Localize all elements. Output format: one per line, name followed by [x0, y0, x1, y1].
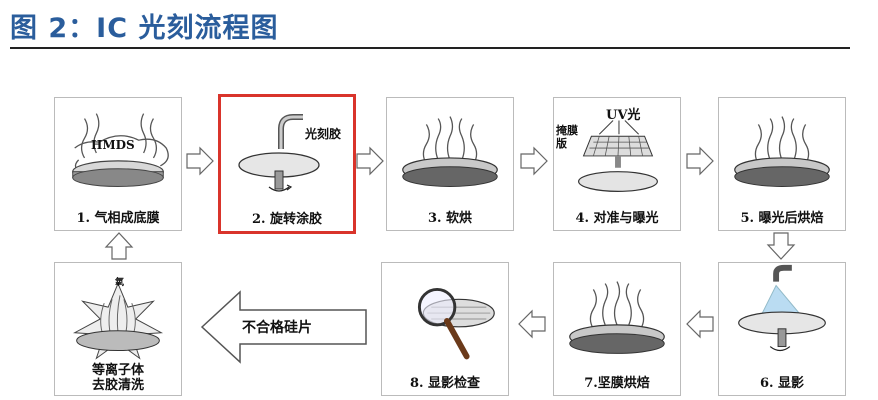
mask-annotation: 掩膜版 [556, 124, 578, 150]
arrow-up-icon [104, 232, 134, 260]
step-7-hard-bake: 7.坚膜烘焙 [553, 262, 681, 396]
step-5-label: 5. 曝光后烘焙 [740, 211, 824, 226]
step-9-label-line2: 去胶清洗 [91, 378, 144, 393]
oxygen-annotation: 氧 [115, 278, 125, 288]
vapor-prime-illustration [72, 113, 169, 187]
arrow-left-icon [686, 309, 714, 339]
step-3-label: 3. 软烘 [427, 211, 473, 226]
arrow-left-icon [518, 309, 546, 339]
step-2-spin-coat: 光刻胶 2. 旋转涂胶 [218, 94, 356, 234]
reject-wafer-label: 不合格硅片 [242, 320, 312, 336]
arrow-right-icon [520, 146, 548, 176]
step-8-develop-inspect: 8. 显影检查 [381, 262, 509, 396]
plasma-strip-illustration [72, 282, 164, 360]
step-9-label-line1: 等离子体 [91, 363, 144, 378]
step-4-align-expose: UV光 掩膜版 4. 对准与曝光 [553, 97, 681, 231]
arrow-right-icon [356, 146, 384, 176]
page-title: 图 2：IC 光刻流程图 [10, 13, 279, 44]
step-6-develop: 6. 显影 [718, 262, 846, 396]
photoresist-annotation: 光刻胶 [305, 127, 342, 141]
reject-arrow-icon [200, 290, 367, 364]
uv-light-annotation: UV光 [606, 108, 641, 123]
step-1-vapor-prime: HMDS 1. 气相成底膜 [54, 97, 182, 231]
title-underline [10, 47, 850, 49]
hmds-annotation: HMDS [91, 138, 135, 152]
step-7-label: 7.坚膜烘焙 [584, 376, 650, 391]
develop-inspect-illustration [417, 287, 495, 360]
step-9-plasma-strip: 氧 等离子体 去胶清洗 [54, 262, 182, 396]
step-3-soft-bake: 3. 软烘 [386, 97, 514, 231]
develop-illustration [738, 264, 826, 352]
step-1-label: 1. 气相成底膜 [76, 211, 160, 226]
spin-coat-illustration [238, 114, 320, 192]
arrow-right-icon [186, 146, 214, 176]
step-4-label: 4. 对准与曝光 [575, 211, 659, 226]
step-2-label: 2. 旋转涂胶 [251, 212, 323, 227]
step-5-post-exposure-bake: 5. 曝光后烘焙 [718, 97, 846, 231]
arrow-right-icon [686, 146, 714, 176]
align-expose-illustration [578, 120, 658, 192]
step-9-label: 等离子体 去胶清洗 [55, 363, 181, 393]
soft-bake-illustration [402, 116, 498, 187]
arrow-down-icon [766, 232, 796, 260]
step-6-label: 6. 显影 [759, 376, 805, 391]
post-exposure-bake-illustration [734, 116, 830, 187]
step-8-label: 8. 显影检查 [409, 376, 481, 391]
hard-bake-illustration [569, 281, 665, 354]
